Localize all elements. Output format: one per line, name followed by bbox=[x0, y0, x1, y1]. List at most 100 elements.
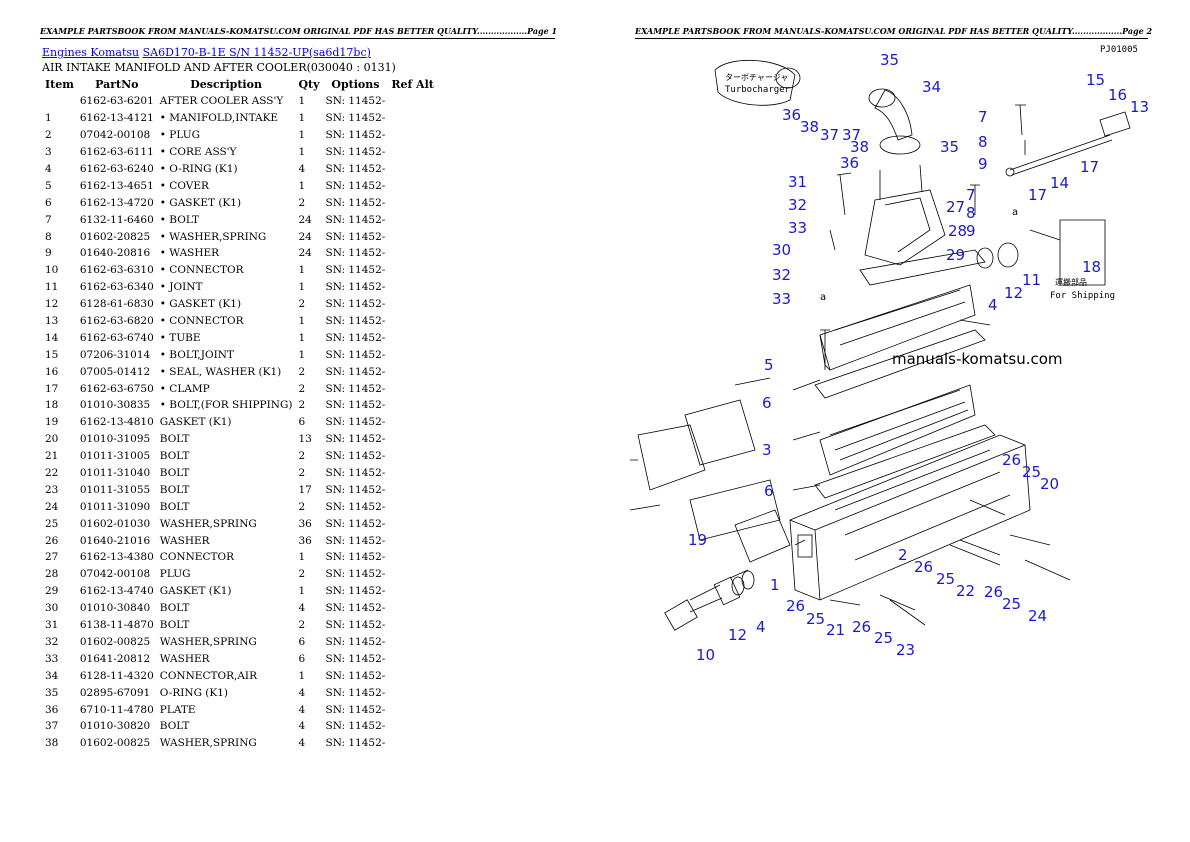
cell-qty: 1 bbox=[298, 348, 306, 361]
cell-partno: 6132-11-6460 bbox=[79, 213, 154, 226]
cell-description: • SEAL, WASHER (K1) bbox=[159, 365, 282, 378]
col-header-options: Options bbox=[331, 78, 380, 91]
callout-label: 2 bbox=[898, 546, 908, 564]
cell-partno: 6162-63-6340 bbox=[79, 281, 154, 294]
cell-partno: 6162-63-6201 bbox=[79, 95, 154, 108]
callout-label: 7 bbox=[978, 108, 988, 126]
cell-item: 25 bbox=[45, 517, 59, 530]
cell-refalt bbox=[388, 465, 437, 482]
cell-refalt bbox=[388, 735, 437, 752]
cell-qty: 1 bbox=[298, 129, 306, 142]
cell-item: 32 bbox=[45, 635, 59, 648]
cell-item: 14 bbox=[45, 331, 59, 344]
cell-description: BOLT bbox=[159, 602, 190, 615]
cell-qty: 2 bbox=[298, 399, 306, 412]
callout-label: 20 bbox=[1040, 475, 1059, 493]
cell-item: 10 bbox=[45, 264, 59, 277]
cell-description: • BOLT bbox=[159, 213, 199, 226]
callout-label: 1 bbox=[770, 576, 780, 594]
cell-item: 5 bbox=[45, 179, 52, 192]
cell-refalt bbox=[388, 228, 437, 245]
cell-refalt bbox=[388, 245, 437, 262]
cell-options: SN: 11452- bbox=[325, 483, 386, 496]
cell-item: 36 bbox=[45, 703, 59, 716]
callout-label: 38 bbox=[800, 118, 819, 136]
cell-refalt bbox=[388, 566, 437, 583]
cell-options: SN: 11452- bbox=[325, 196, 386, 209]
cell-qty: 2 bbox=[298, 568, 306, 581]
cell-options: SN: 11452- bbox=[325, 551, 386, 564]
cell-refalt bbox=[388, 262, 437, 279]
breadcrumb-link-model[interactable]: SA6D170-B-1E S/N 11452-UP(sa6d17bc) bbox=[142, 46, 371, 59]
callout-label: 15 bbox=[1086, 71, 1105, 89]
cell-description: • CONNECTOR bbox=[159, 264, 244, 277]
cell-options: SN: 11452- bbox=[325, 315, 386, 328]
callout-label: 14 bbox=[1050, 174, 1069, 192]
cell-refalt bbox=[388, 532, 437, 549]
callout-label: 37 bbox=[842, 126, 861, 144]
cell-qty: 2 bbox=[298, 467, 306, 480]
cell-description: • BOLT,(FOR SHIPPING) bbox=[159, 399, 293, 412]
cell-options: SN: 11452- bbox=[325, 720, 386, 733]
cell-partno: 6162-13-4121 bbox=[79, 112, 154, 125]
cell-qty: 1 bbox=[298, 551, 306, 564]
cell-qty: 1 bbox=[298, 281, 306, 294]
cell-refalt bbox=[388, 718, 437, 735]
callout-label: 35 bbox=[940, 138, 959, 156]
callout-label: 4 bbox=[988, 296, 998, 314]
cell-description: PLUG bbox=[159, 568, 191, 581]
cell-item: 15 bbox=[45, 348, 59, 361]
cell-refalt bbox=[388, 279, 437, 296]
callout-label: 25 bbox=[806, 610, 825, 628]
breadcrumb: Engines Komatsu SA6D170-B-1E S/N 11452-U… bbox=[42, 46, 371, 59]
cell-description: • WASHER,SPRING bbox=[159, 230, 267, 243]
cell-partno: 6162-63-6240 bbox=[79, 163, 154, 175]
cell-options: SN: 11452- bbox=[325, 382, 386, 395]
cell-description: BOLT bbox=[159, 500, 190, 513]
cell-qty: 4 bbox=[298, 737, 306, 750]
cell-description: BOLT bbox=[159, 483, 190, 496]
cell-partno: 01011-31090 bbox=[79, 500, 151, 513]
cell-partno: 6162-13-4810 bbox=[79, 416, 154, 429]
col-header-item: Item bbox=[45, 78, 74, 91]
cell-item: 37 bbox=[45, 720, 59, 733]
cell-refalt bbox=[388, 380, 437, 397]
cell-qty: 4 bbox=[298, 703, 306, 716]
callout-label: 26 bbox=[852, 618, 871, 636]
callout-label: 24 bbox=[1028, 607, 1047, 625]
callout-label: 9 bbox=[978, 155, 988, 173]
cell-partno: 01010-30835 bbox=[79, 399, 151, 412]
cell-qty: 1 bbox=[298, 112, 306, 125]
cell-description: • BOLT,JOINT bbox=[159, 348, 234, 361]
cell-options: SN: 11452- bbox=[325, 247, 386, 260]
cell-refalt bbox=[388, 194, 437, 211]
cell-qty: 13 bbox=[298, 433, 312, 446]
cell-qty: 2 bbox=[298, 298, 306, 311]
cell-qty: 4 bbox=[298, 720, 306, 733]
breadcrumb-link-engines[interactable]: Engines Komatsu bbox=[42, 46, 140, 59]
cell-partno: 07042-00108 bbox=[79, 129, 151, 142]
cell-refalt bbox=[388, 397, 437, 414]
cell-options: SN: 11452- bbox=[325, 568, 386, 581]
callout-label: 7 bbox=[966, 186, 976, 204]
cell-description: • WASHER bbox=[159, 247, 220, 260]
cell-description: • CONNECTOR bbox=[159, 315, 244, 328]
cell-item: 23 bbox=[45, 483, 59, 496]
cell-partno: 6128-61-6830 bbox=[79, 298, 154, 311]
cell-item: 33 bbox=[45, 652, 59, 665]
cell-description: • CLAMP bbox=[159, 382, 210, 395]
cell-partno: 01641-20812 bbox=[79, 652, 151, 665]
